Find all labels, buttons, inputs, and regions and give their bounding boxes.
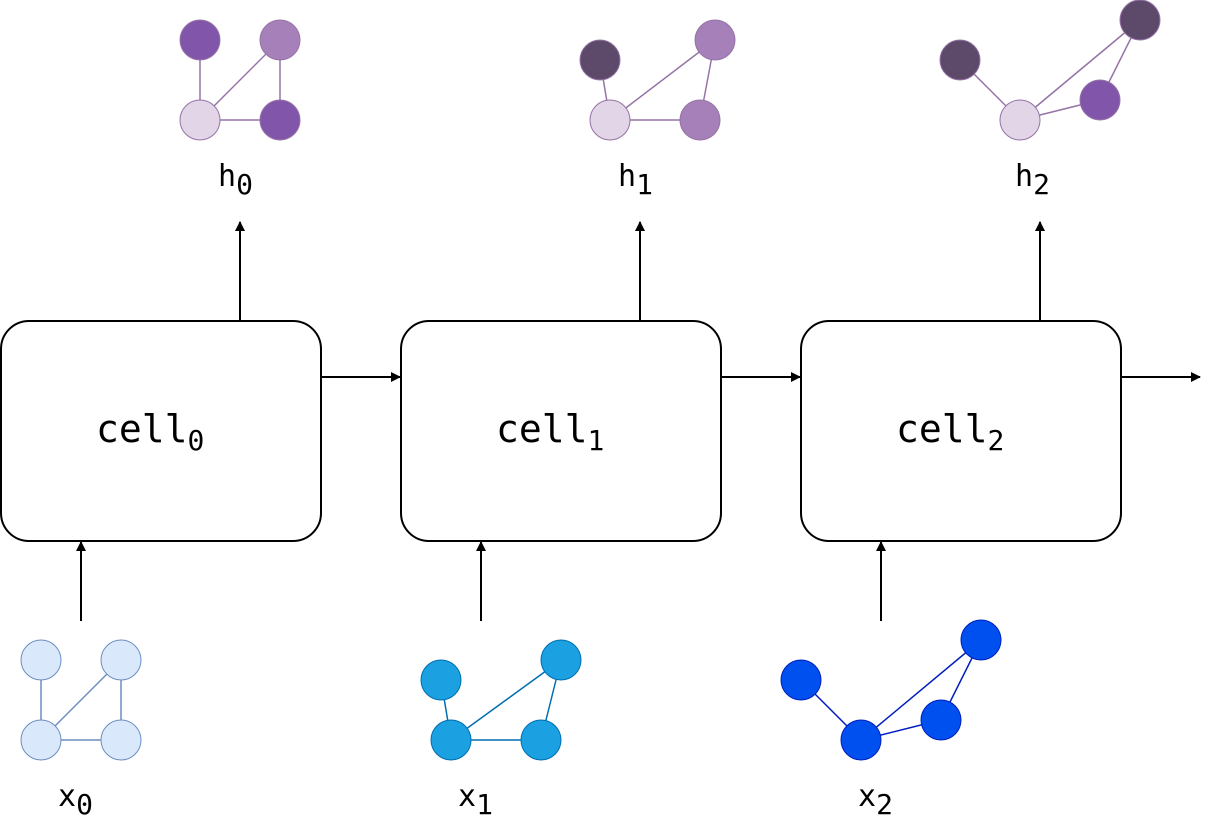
cell-box-1 [400, 320, 722, 542]
input-graph-x0 [20, 639, 142, 761]
cell-label-2: cell2 [896, 407, 1004, 457]
output-graph-h1 [579, 19, 736, 141]
graph-node [1119, 0, 1161, 41]
cell-label-1: cell1 [496, 407, 604, 457]
graph-node [589, 99, 631, 141]
input-graph-x2 [780, 619, 1002, 761]
input-label-x0: x0 [58, 779, 93, 821]
cell-box-2 [800, 320, 1122, 542]
graph-node [694, 19, 736, 61]
graph-node [520, 719, 562, 761]
graph-node [20, 719, 62, 761]
graph-node [1079, 79, 1121, 121]
output-graph-h0 [179, 19, 301, 141]
input-label-x1: x1 [458, 779, 493, 821]
graph-node [179, 19, 221, 61]
graph-node [999, 99, 1041, 141]
graph-node [259, 99, 301, 141]
output-graph-h2 [939, 0, 1161, 141]
graph-node [259, 19, 301, 61]
input-label-x2: x2 [858, 779, 893, 821]
graph-node [540, 639, 582, 681]
graph-node [840, 719, 882, 761]
output-label-h0: h0 [218, 159, 253, 201]
cell-label-0: cell0 [96, 407, 204, 457]
graph-node [420, 659, 462, 701]
output-label-h2: h2 [1015, 159, 1050, 201]
graph-node [179, 99, 221, 141]
output-label-h1: h1 [618, 159, 653, 201]
graph-node [960, 619, 1002, 661]
input-graph-x1 [420, 639, 582, 761]
graph-node [780, 659, 822, 701]
graph-node [430, 719, 472, 761]
graph-node [579, 39, 621, 81]
cell-box-0 [0, 320, 322, 542]
graph-node [100, 719, 142, 761]
graph-node [100, 639, 142, 681]
graph-node [679, 99, 721, 141]
graph-node [20, 639, 62, 681]
graph-node [939, 39, 981, 81]
graph-node [920, 699, 962, 741]
